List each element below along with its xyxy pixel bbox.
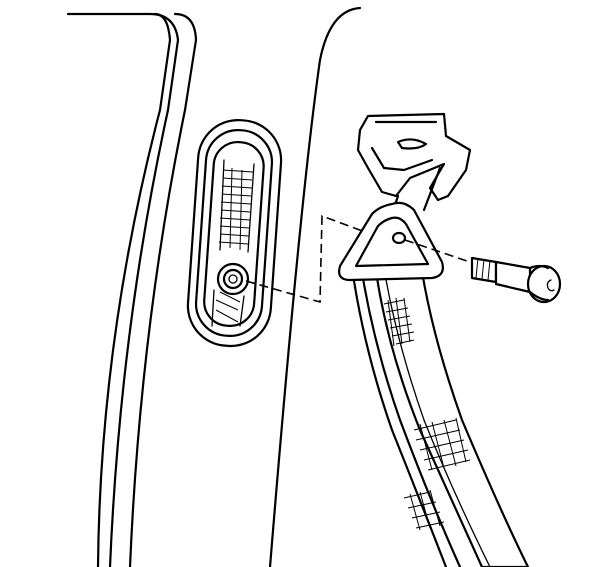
seat-belt-webbing (350, 254, 530, 567)
height-adjuster-track (186, 119, 283, 348)
webbing-weave-pattern (383, 297, 471, 531)
adjuster-anchor-nut (216, 262, 250, 296)
track-teeth (218, 167, 254, 251)
pillar-trim-panel (66, 6, 362, 567)
shoulder-belt-anchor-plate (338, 201, 444, 282)
plate-alignment-callout (404, 239, 471, 263)
belt-guide-bracket (356, 112, 472, 222)
bolt-alignment-callout (245, 214, 377, 304)
anchor-bolt (470, 256, 562, 304)
